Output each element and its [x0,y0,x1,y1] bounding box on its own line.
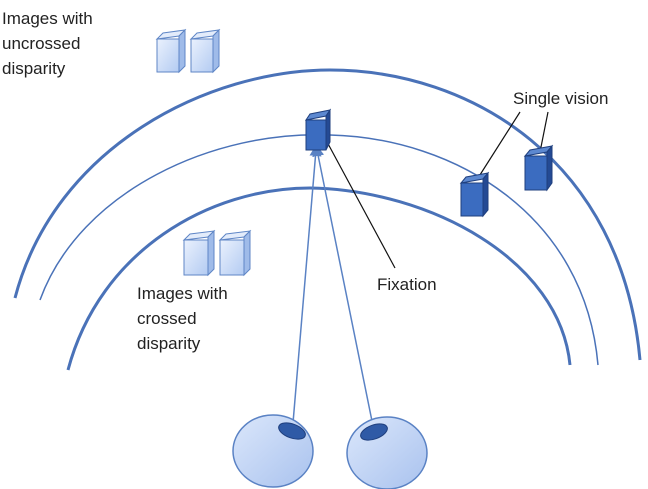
right-eye [346,416,428,489]
left-pupil [278,422,306,440]
horopter-arc [39,133,599,366]
fixation-label: Fixation [377,275,437,294]
right-eye-ray [312,144,374,427]
left-eye-ray [292,144,322,424]
single-vision-cube-2 [523,144,554,192]
crossed-label: Images with crossed disparity [137,284,232,353]
crossed-cube-right [218,229,252,277]
single-vision-pointer-2 [539,111,549,153]
uncrossed-cube-left [155,28,187,74]
right-pupil [360,423,388,441]
crossed-cube-left [182,229,216,277]
outer-arc [13,68,642,361]
single-vision-cube-1 [459,171,490,218]
fixation-pointer [325,139,396,269]
uncrossed-label: Images with uncrossed disparity [2,9,97,78]
single-vision-label: Single vision [513,89,608,108]
single-vision-pointer-1 [477,111,521,179]
uncrossed-cube-right [189,28,221,74]
left-eye [232,414,314,488]
fixation-cube [304,108,332,151]
inner-arc [66,186,572,371]
